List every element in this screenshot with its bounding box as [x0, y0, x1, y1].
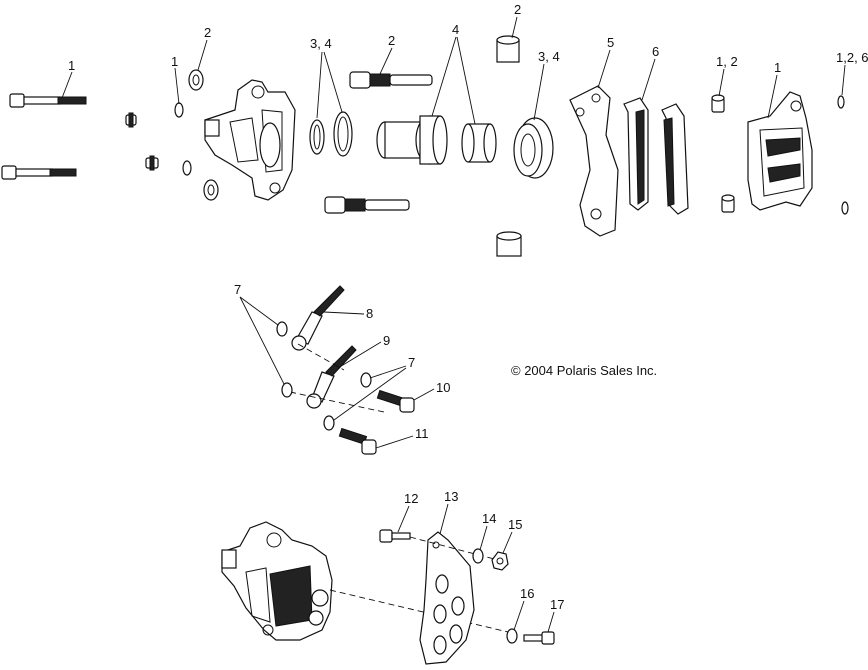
callout-5-bracket: 5 [607, 35, 614, 50]
brake-shield-plate [419, 531, 475, 665]
shield-bolt-upper [379, 529, 411, 543]
callout-8-line: 8 [366, 306, 373, 321]
callout-2-seal: 2 [204, 25, 211, 40]
long-bolt-upper [9, 93, 87, 108]
copper-washer-1 [276, 321, 288, 337]
brake-pad-outer [661, 103, 689, 215]
caliper-body-outer [747, 91, 813, 211]
brake-line-fitting-lower [306, 345, 357, 409]
long-bolt-lower [1, 165, 77, 180]
shield-nut-upper [491, 551, 509, 571]
small-bushing-lower [721, 194, 735, 213]
callout-12-bolt: 12 [404, 491, 418, 506]
bleeder-fitting-lower [145, 155, 159, 171]
assembled-caliper [221, 521, 333, 641]
small-o-ring-upper [837, 95, 845, 109]
small-o-ring-lower [841, 201, 849, 215]
callout-6-pads: 6 [652, 44, 659, 59]
callout-7-washers-right: 7 [408, 355, 415, 370]
small-washer-2 [182, 160, 192, 176]
callout-10-bolt: 10 [436, 380, 450, 395]
callout-7-washers-left: 7 [234, 282, 241, 297]
seal-ring-lower [203, 179, 219, 201]
shield-washer-lower [506, 628, 518, 644]
banjo-bolt-lower [338, 427, 377, 455]
seal-ring-2 [188, 69, 204, 91]
callout-3-4-boot: 3, 4 [538, 49, 560, 64]
callout-17-bolt: 17 [550, 597, 564, 612]
mounting-bracket [569, 85, 619, 237]
callout-15-nut: 15 [508, 517, 522, 532]
piston-small [461, 123, 497, 163]
shield-bolt-lower [523, 631, 555, 645]
brake-pad-inner [623, 97, 649, 211]
callout-4-pistons: 4 [452, 22, 459, 37]
callout-3-4-seals: 3, 4 [310, 36, 332, 51]
callout-9-line: 9 [383, 333, 390, 348]
callout-1-washer: 1 [171, 54, 178, 69]
brake-line-fitting-upper [291, 285, 345, 351]
callout-13-shield: 13 [444, 489, 458, 504]
small-bushing-upper [711, 94, 725, 113]
callout-1-2-6-oring: 1,2, 6 [836, 50, 868, 65]
callout-11-bolt: 11 [415, 426, 429, 441]
callout-1-2-bushing: 1, 2 [716, 54, 738, 69]
copper-washer-2 [281, 382, 293, 398]
banjo-bolt-upper [376, 389, 415, 413]
guide-pin-lower [324, 196, 410, 214]
piston-seal-large [333, 111, 353, 157]
callout-2-bushing: 2 [514, 2, 521, 17]
callout-1-caliper: 1 [774, 60, 781, 75]
bushing-lower [496, 231, 522, 257]
piston-boot-seal [513, 117, 554, 179]
copper-washer-4 [323, 415, 335, 431]
caliper-body-inner [204, 79, 296, 201]
piston-seal-small [309, 119, 325, 155]
callout-14-washer: 14 [482, 511, 496, 526]
guide-pin-upper [349, 71, 433, 89]
callout-16-washer: 16 [520, 586, 534, 601]
copper-washer-3 [360, 372, 372, 388]
bushing-upper [496, 35, 520, 63]
bleeder-fitting-upper [125, 112, 137, 128]
callout-2-pin: 2 [388, 33, 395, 48]
piston-large [376, 115, 448, 165]
shield-washer-upper [472, 548, 484, 564]
small-washer-1 [174, 102, 184, 118]
copyright-text: © 2004 Polaris Sales Inc. [511, 363, 657, 378]
callout-1-bolt: 1 [68, 58, 75, 73]
